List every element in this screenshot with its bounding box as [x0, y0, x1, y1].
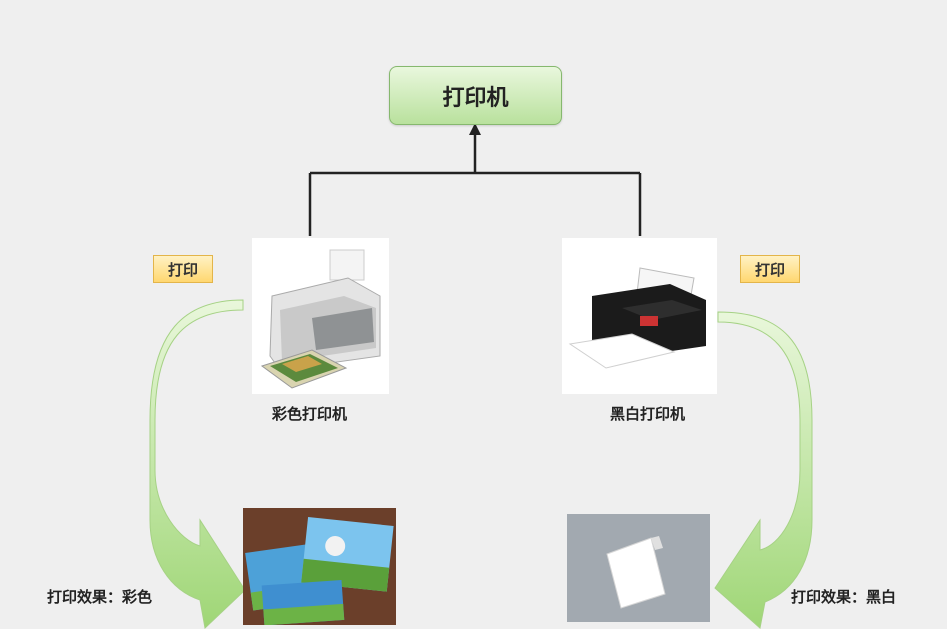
color-printer-image — [252, 238, 389, 394]
black-white-printer-image — [562, 238, 717, 394]
curved-arrow-right — [714, 311, 813, 629]
print-tag-right: 打印 — [740, 255, 800, 283]
black-white-print-result-image — [567, 514, 710, 622]
color-printer-label: 彩色打印机 — [272, 405, 348, 423]
print-tag-right-label: 打印 — [754, 260, 785, 279]
black-white-printer-label: 黑白打印机 — [610, 405, 686, 423]
color-effect-label: 打印效果：彩色 — [47, 588, 153, 606]
root-node-label: 打印机 — [442, 85, 509, 111]
print-tag-left: 打印 — [153, 255, 213, 283]
arrow-up-icon — [469, 123, 481, 135]
curved-arrow-left — [149, 299, 246, 629]
black-white-effect-label: 打印效果：黑白 — [791, 588, 897, 606]
color-print-result-image — [243, 508, 396, 626]
hierarchy-connector — [308, 133, 642, 236]
print-tag-left-label: 打印 — [167, 260, 198, 279]
root-node-printer: 打印机 — [389, 66, 562, 125]
